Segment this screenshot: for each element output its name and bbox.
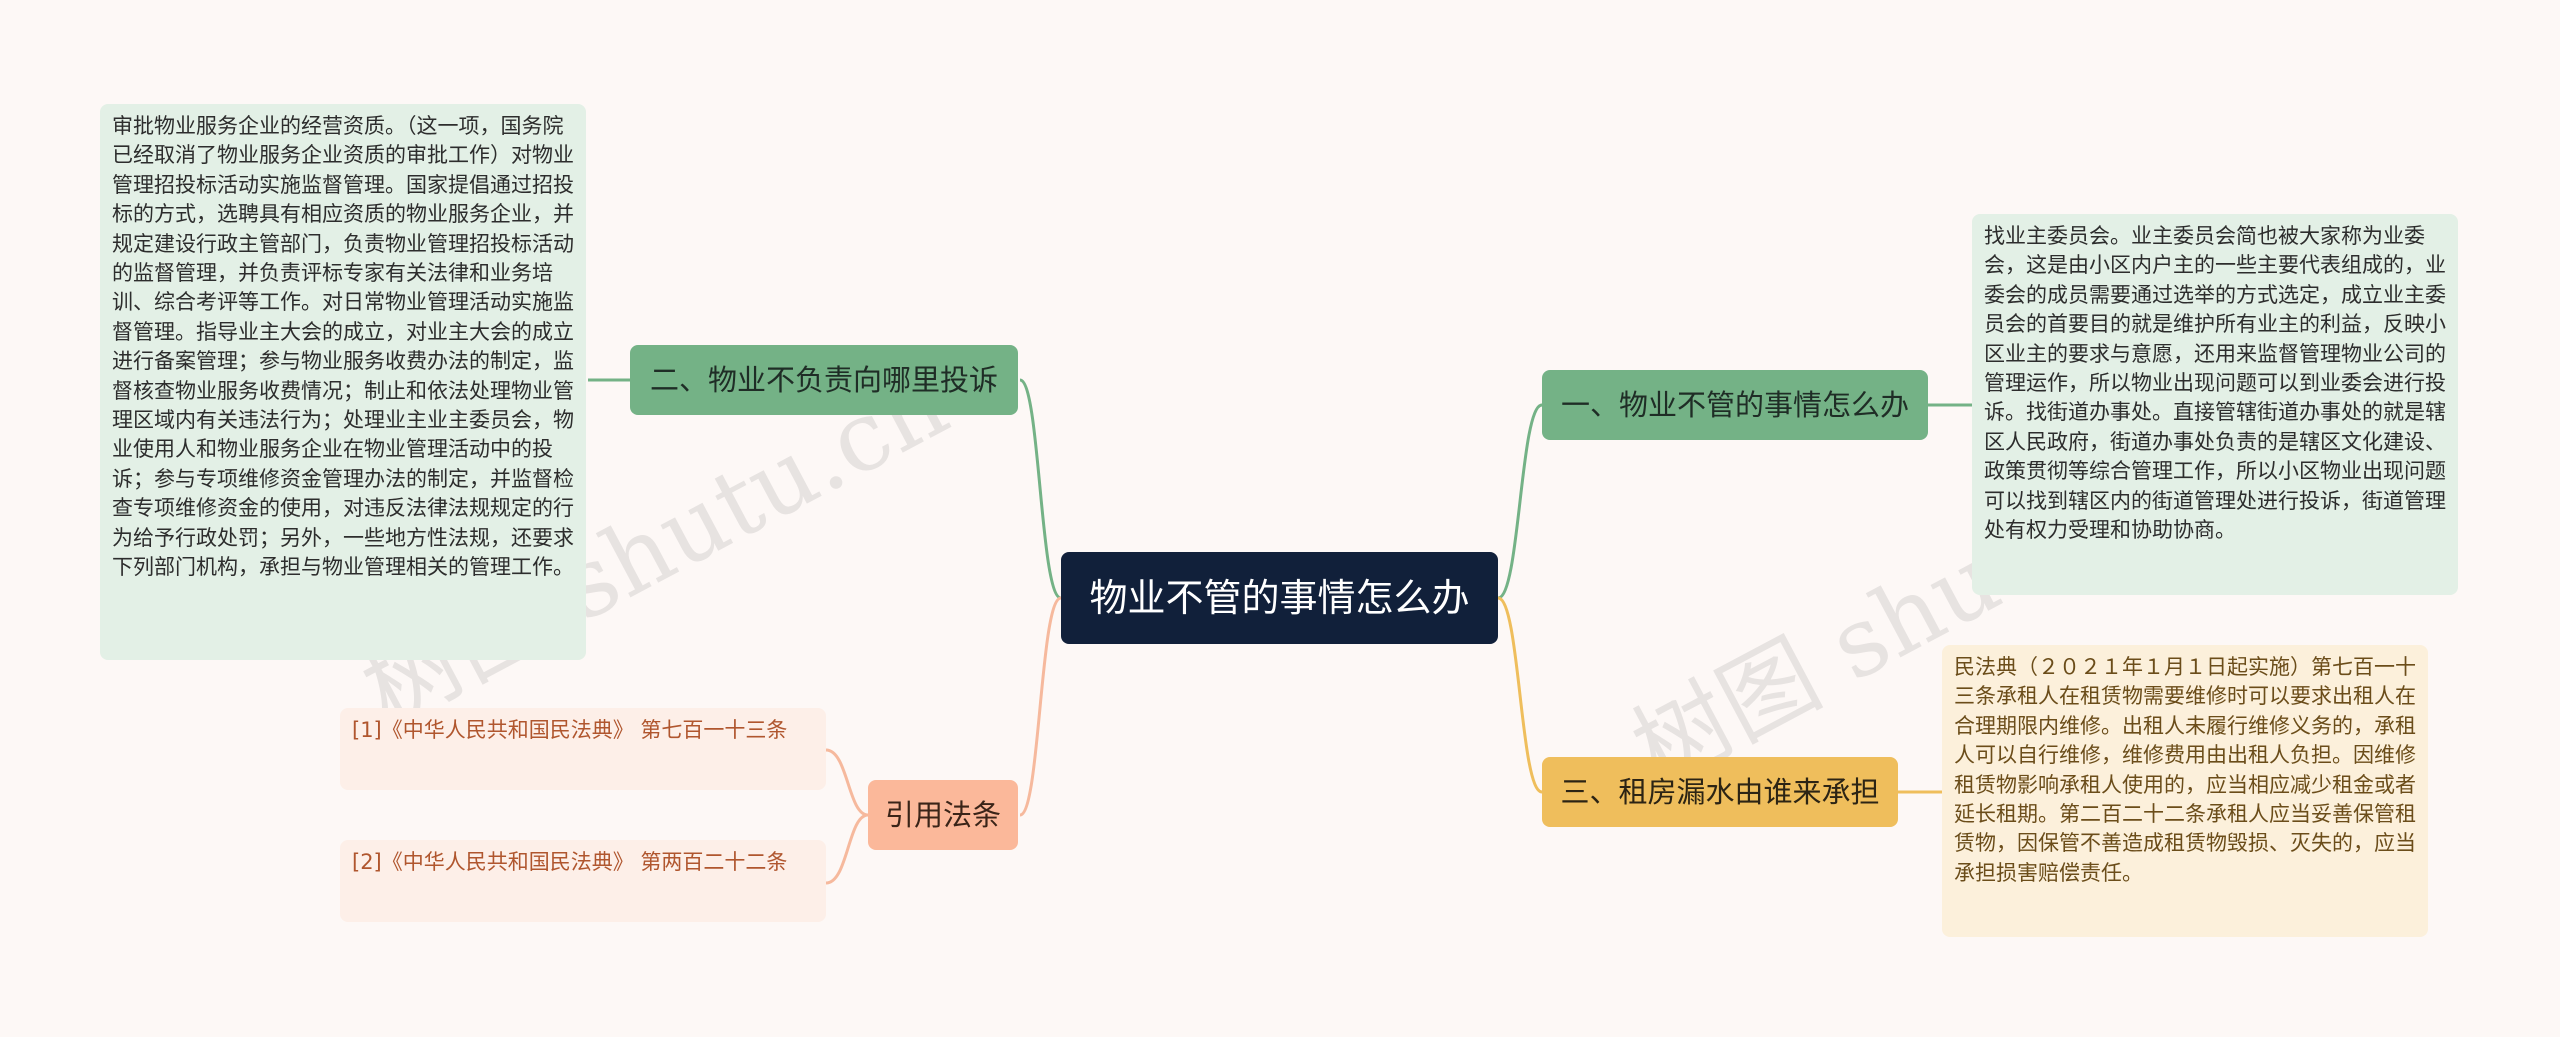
leaf-law-ref-1[interactable]: [1]《中华人民共和国民法典》 第七百一十三条 xyxy=(340,708,826,790)
branch-law[interactable]: 引用法条 xyxy=(868,780,1018,850)
link-law-ref2 xyxy=(825,813,869,885)
branch-complaint[interactable]: 二、物业不负责向哪里投诉 xyxy=(630,345,1018,415)
link-root-property xyxy=(1497,403,1543,600)
link-root-law xyxy=(1019,596,1062,817)
leaf-property-detail[interactable]: 找业主委员会。业主委员会简也被大家称为业委会，这是由小区内户主的一些主要代表组成… xyxy=(1972,214,2458,595)
link-law-ref1 xyxy=(825,748,869,817)
leaf-law-ref-2[interactable]: [2]《中华人民共和国民法典》 第两百二十二条 xyxy=(340,840,826,922)
link-root-leak xyxy=(1497,596,1543,794)
branch-property[interactable]: 一、物业不管的事情怎么办 xyxy=(1542,370,1928,440)
leaf-leak-detail[interactable]: 民法典（２０２１年１月１日起实施）第七百一十三条承租人在租赁物需要维修时可以要求… xyxy=(1942,645,2428,937)
link-root-complaint xyxy=(1019,378,1062,600)
branch-leak[interactable]: 三、租房漏水由谁来承担 xyxy=(1542,757,1898,827)
leaf-complaint-detail[interactable]: 审批物业服务企业的经营资质。（这一项，国务院已经取消了物业服务企业资质的审批工作… xyxy=(100,104,586,660)
root-topic[interactable]: 物业不管的事情怎么办 xyxy=(1061,552,1498,644)
